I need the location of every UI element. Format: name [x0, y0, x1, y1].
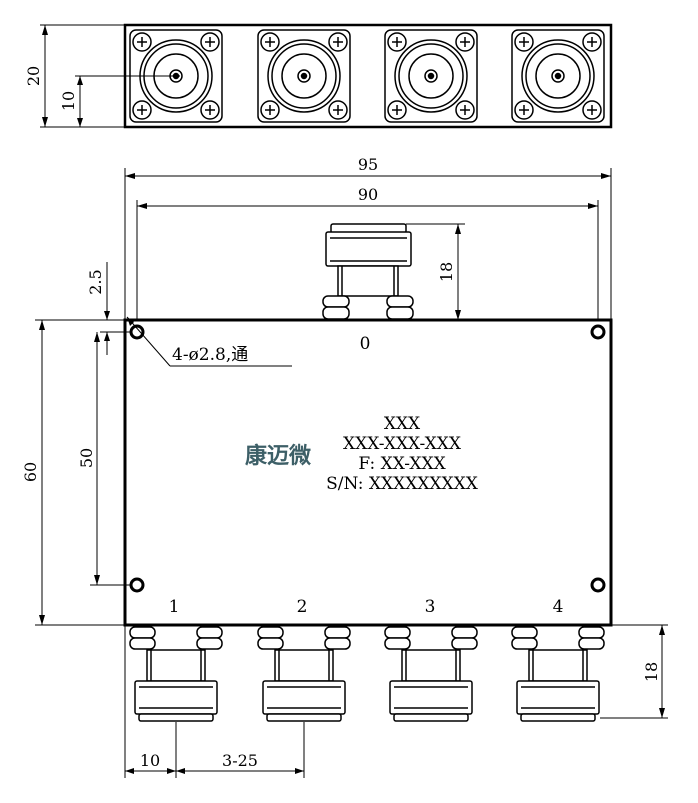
connector-nut-right	[451, 637, 478, 650]
connector-nut-right	[451, 626, 478, 639]
screw-cross	[519, 37, 529, 47]
connector-tip	[520, 713, 596, 722]
connector-nut-left	[384, 637, 411, 650]
connector-pin	[554, 72, 562, 80]
connector-nut-left	[257, 637, 284, 650]
connector-nut-right	[196, 626, 223, 639]
connector-nut-right	[196, 637, 223, 650]
screw-cross	[205, 105, 215, 115]
mounting-hole	[590, 577, 606, 593]
connector-nut-left	[129, 626, 156, 639]
dim-arrows	[127, 317, 134, 326]
dim-arrows	[455, 224, 461, 320]
output-connectors	[129, 626, 605, 722]
flange-connector	[384, 29, 478, 123]
connector-pin	[427, 72, 435, 80]
screw-cross	[587, 37, 597, 47]
mounting-hole	[129, 577, 145, 593]
hole-leader-line	[126, 316, 171, 367]
connector-nut-left	[129, 637, 156, 650]
connector-nut-right	[324, 637, 351, 650]
port-label-3: 3	[425, 597, 436, 617]
connector-tip	[138, 713, 214, 722]
screw-cross	[265, 37, 275, 47]
screw-cross	[137, 105, 147, 115]
dim-arrows	[104, 311, 110, 320]
mounting-hole	[590, 324, 606, 340]
port-label-1: 1	[169, 597, 180, 617]
dim-top-height: 20	[24, 66, 43, 86]
device-body	[123, 318, 613, 627]
connector-nut-right	[578, 626, 605, 639]
output-connector	[129, 626, 223, 722]
port-label-input: 0	[360, 334, 371, 354]
connector-nut-left	[511, 626, 538, 639]
port-label-4: 4	[553, 597, 564, 617]
dim-overall-width: 95	[358, 155, 378, 174]
connector-shaft	[274, 649, 334, 682]
connector-nut-left	[384, 626, 411, 639]
hole-spec-label: 4-ø2.8,通	[172, 345, 248, 365]
connector-shaft	[528, 649, 588, 682]
dim-top-connector-len: 18	[437, 262, 456, 282]
dim-body-height: 60	[21, 462, 40, 482]
output-connector	[511, 626, 605, 722]
screw-cross	[460, 105, 470, 115]
dim-arrows	[104, 332, 110, 341]
dim-first-port-offset: 10	[140, 751, 160, 770]
screw-cross	[137, 37, 147, 47]
dim-hole-offset: 2.5	[86, 269, 105, 294]
connector-tip	[266, 713, 342, 722]
screw-cross	[265, 105, 275, 115]
brand-logo: 康迈微	[245, 443, 311, 469]
dim-bottom-connector-len: 18	[642, 662, 661, 682]
port-label-2: 2	[297, 597, 308, 617]
dim-hole-span: 90	[358, 185, 378, 204]
dim-arrows	[125, 768, 304, 774]
dim-top-center: 10	[59, 91, 78, 111]
screw-cross	[333, 105, 343, 115]
connector-pin	[300, 72, 308, 80]
screw-cross	[460, 37, 470, 47]
dim-hole-pitch-vertical: 50	[77, 448, 96, 468]
connector-coupling	[389, 680, 473, 715]
dim-arrows	[659, 625, 665, 718]
connector-coupling	[262, 680, 346, 715]
connector-nut-right	[324, 626, 351, 639]
output-connector	[384, 626, 478, 722]
connector-shaft	[146, 649, 206, 682]
input-connector	[322, 223, 414, 320]
connector-shaft	[401, 649, 461, 682]
connector-coupling	[516, 680, 600, 715]
screw-cross	[392, 37, 402, 47]
dim-port-pitch: 3-25	[222, 751, 258, 770]
connector-nut-left	[511, 637, 538, 650]
screw-cross	[205, 37, 215, 47]
connector-coupling	[134, 680, 218, 715]
output-connector	[257, 626, 351, 722]
label-line-3: F: XX-XXX	[358, 454, 446, 474]
screw-cross	[333, 37, 343, 47]
screw-cross	[519, 105, 529, 115]
flange-connector	[257, 29, 351, 123]
label-line-4: S/N: XXXXXXXXX	[326, 474, 479, 494]
connector-tip	[393, 713, 469, 722]
screw-cross	[587, 105, 597, 115]
flange-connector	[511, 29, 605, 123]
connector-nut-left	[257, 626, 284, 639]
label-line-2: XXX-XXX-XXX	[343, 434, 462, 454]
label-line-1: XXX	[384, 414, 421, 434]
connector-nut-right	[578, 637, 605, 650]
screw-cross	[392, 105, 402, 115]
